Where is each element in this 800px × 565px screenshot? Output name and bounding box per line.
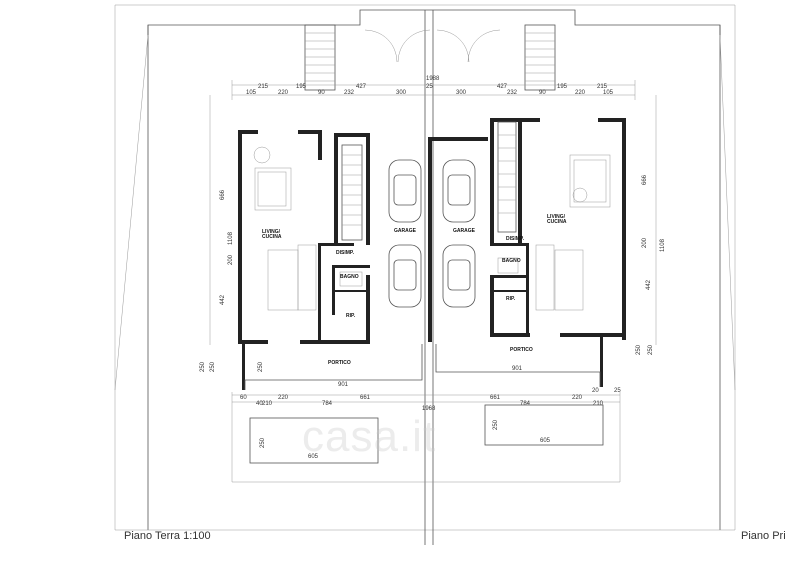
label-bagno-left: BAGNO — [340, 274, 359, 280]
dim-bot-210-right: 210 — [593, 401, 604, 407]
dim-bot-784-left: 784 — [322, 401, 333, 407]
walls-left-unit — [238, 130, 370, 390]
dim-top-215-right: 215 — [597, 84, 608, 90]
watermark: casa.it — [302, 412, 437, 461]
label-disimp-left: DISIMP. — [336, 250, 355, 256]
car-icons — [388, 159, 476, 308]
dim-top-427-right: 427 — [497, 84, 508, 90]
dim-top-215-left: 215 — [258, 84, 269, 90]
label-disimp-right: DISIMP. — [506, 236, 525, 242]
entrance-gates — [364, 29, 501, 63]
dim-bot-210-left: 210 — [262, 401, 273, 407]
dim-bot-60: 60 — [240, 395, 247, 401]
label-cucina-right: CUCINA — [547, 219, 567, 225]
dim-top-232-right: 232 — [507, 90, 518, 96]
furniture — [253, 146, 611, 311]
dim-bot-250-left: 250 — [260, 437, 266, 448]
dim-top-195-right: 195 — [557, 84, 568, 90]
dim-bot-20: 20 — [592, 388, 599, 394]
dim-bot-901-left: 901 — [338, 382, 349, 388]
label-cucina-left: CUCINA — [262, 234, 282, 240]
label-rip-right: RIP. — [506, 296, 516, 302]
dim-top-105-right: 105 — [603, 90, 614, 96]
dim-right-250b: 250 — [648, 344, 654, 355]
label-living-left: LIVING/ — [262, 229, 281, 235]
dim-top-25: 25 — [426, 84, 433, 90]
label-garage-right: GARAGE — [453, 228, 476, 234]
dim-left-442: 442 — [220, 294, 226, 305]
dim-bot-220-right: 220 — [572, 395, 583, 401]
dim-top-105-left: 105 — [246, 90, 257, 96]
dim-top-232-left: 232 — [344, 90, 355, 96]
dim-left-666: 666 — [220, 189, 226, 200]
dim-right-666: 666 — [642, 174, 648, 185]
dim-bot-901-right: 901 — [512, 366, 523, 372]
dim-bot-661-left: 661 — [360, 395, 371, 401]
title-piano-terra: Piano Terra 1:100 — [124, 530, 211, 542]
label-portico-left: PORTICO — [328, 360, 351, 366]
dim-bot-605-right: 605 — [540, 438, 551, 444]
dim-left-250c: 250 — [258, 361, 264, 372]
dim-right-250a: 250 — [636, 344, 642, 355]
interior-stairs — [341, 121, 517, 241]
dim-right-442: 442 — [646, 279, 652, 290]
dim-top-1988: 1988 — [426, 76, 440, 82]
dim-top-90-right: 90 — [539, 90, 546, 96]
dim-top-300-left: 300 — [396, 90, 407, 96]
title-piano-primo: Piano Pri — [741, 530, 786, 542]
dim-left-1108: 1108 — [228, 231, 234, 245]
dim-top-300-right: 300 — [456, 90, 467, 96]
label-garage-left: GARAGE — [394, 228, 417, 234]
label-living-right: LIVING/ — [547, 214, 566, 220]
exterior-stairs — [304, 24, 556, 91]
dim-bot-40: 40 — [256, 401, 263, 407]
portico-outline — [244, 344, 601, 390]
dim-bot-220-left: 220 — [278, 395, 289, 401]
dim-bot-784-right: 784 — [520, 401, 531, 407]
label-rip-left: RIP. — [346, 313, 356, 319]
dim-bot-25: 25 — [614, 388, 621, 394]
dim-top-220-left: 220 — [278, 90, 289, 96]
dim-right-1108: 1108 — [660, 238, 666, 252]
dim-top-427-left: 427 — [356, 84, 367, 90]
site-boundary — [114, 4, 736, 545]
dim-left-250a: 250 — [200, 361, 206, 372]
dim-top-220-right: 220 — [575, 90, 586, 96]
top-dimensions — [209, 80, 657, 345]
walls-right-unit — [428, 118, 626, 387]
bottom-dimensions — [232, 394, 620, 403]
dim-bot-661-right: 661 — [490, 395, 501, 401]
dim-bot-1968: 1968 — [422, 406, 436, 412]
dim-top-90-left: 90 — [318, 90, 325, 96]
dim-right-200: 200 — [642, 237, 648, 248]
garden-pools — [249, 404, 604, 464]
dim-bot-250-right: 250 — [493, 419, 499, 430]
dim-left-250b: 250 — [210, 361, 216, 372]
dim-left-200: 200 — [228, 254, 234, 265]
dim-top-195-left: 195 — [296, 84, 307, 90]
dim-bot-605-left: 605 — [308, 454, 319, 460]
label-portico-right: PORTICO — [510, 347, 533, 353]
label-bagno-right: BAGNO — [502, 258, 521, 264]
